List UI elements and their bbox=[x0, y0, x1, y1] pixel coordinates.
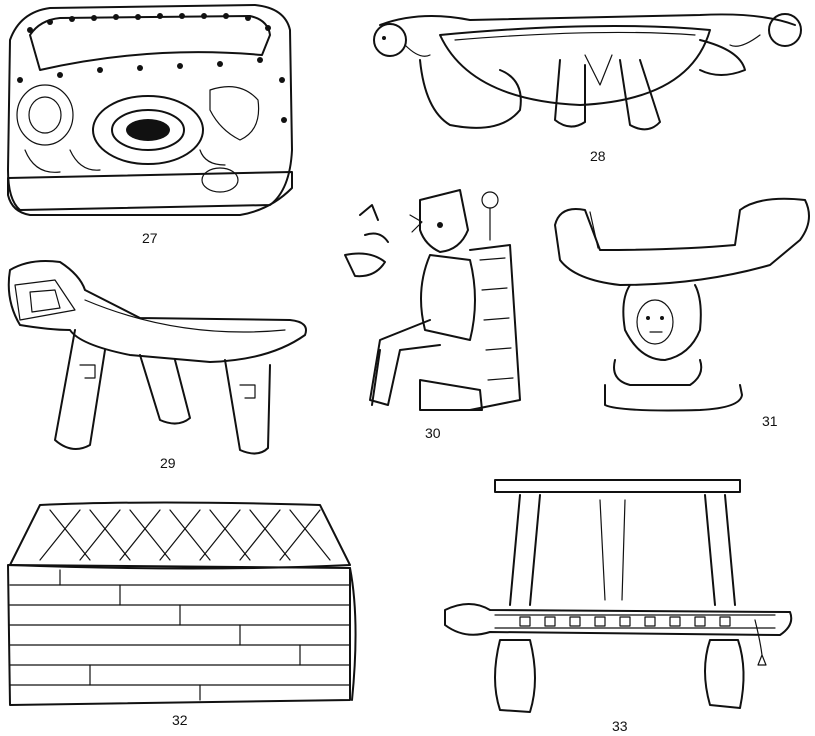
figure-label-27: 27 bbox=[142, 230, 158, 246]
figure-label-30: 30 bbox=[425, 425, 441, 441]
figure-label-29: 29 bbox=[160, 455, 176, 471]
frame-stool-icon bbox=[444, 479, 793, 713]
effigy-seat-icon bbox=[373, 13, 802, 131]
codex-figure-icon bbox=[344, 189, 521, 411]
woven-reed-seat-icon bbox=[7, 501, 357, 706]
figure-label-33: 33 bbox=[612, 718, 628, 734]
jaguar-stool-icon bbox=[7, 260, 307, 455]
figure-label-32: 32 bbox=[172, 712, 188, 728]
figure-label-28: 28 bbox=[590, 148, 606, 164]
figure-supported-seat-icon bbox=[554, 197, 810, 412]
figure-label-31: 31 bbox=[762, 413, 778, 429]
carved-box-seat-icon bbox=[7, 4, 293, 216]
